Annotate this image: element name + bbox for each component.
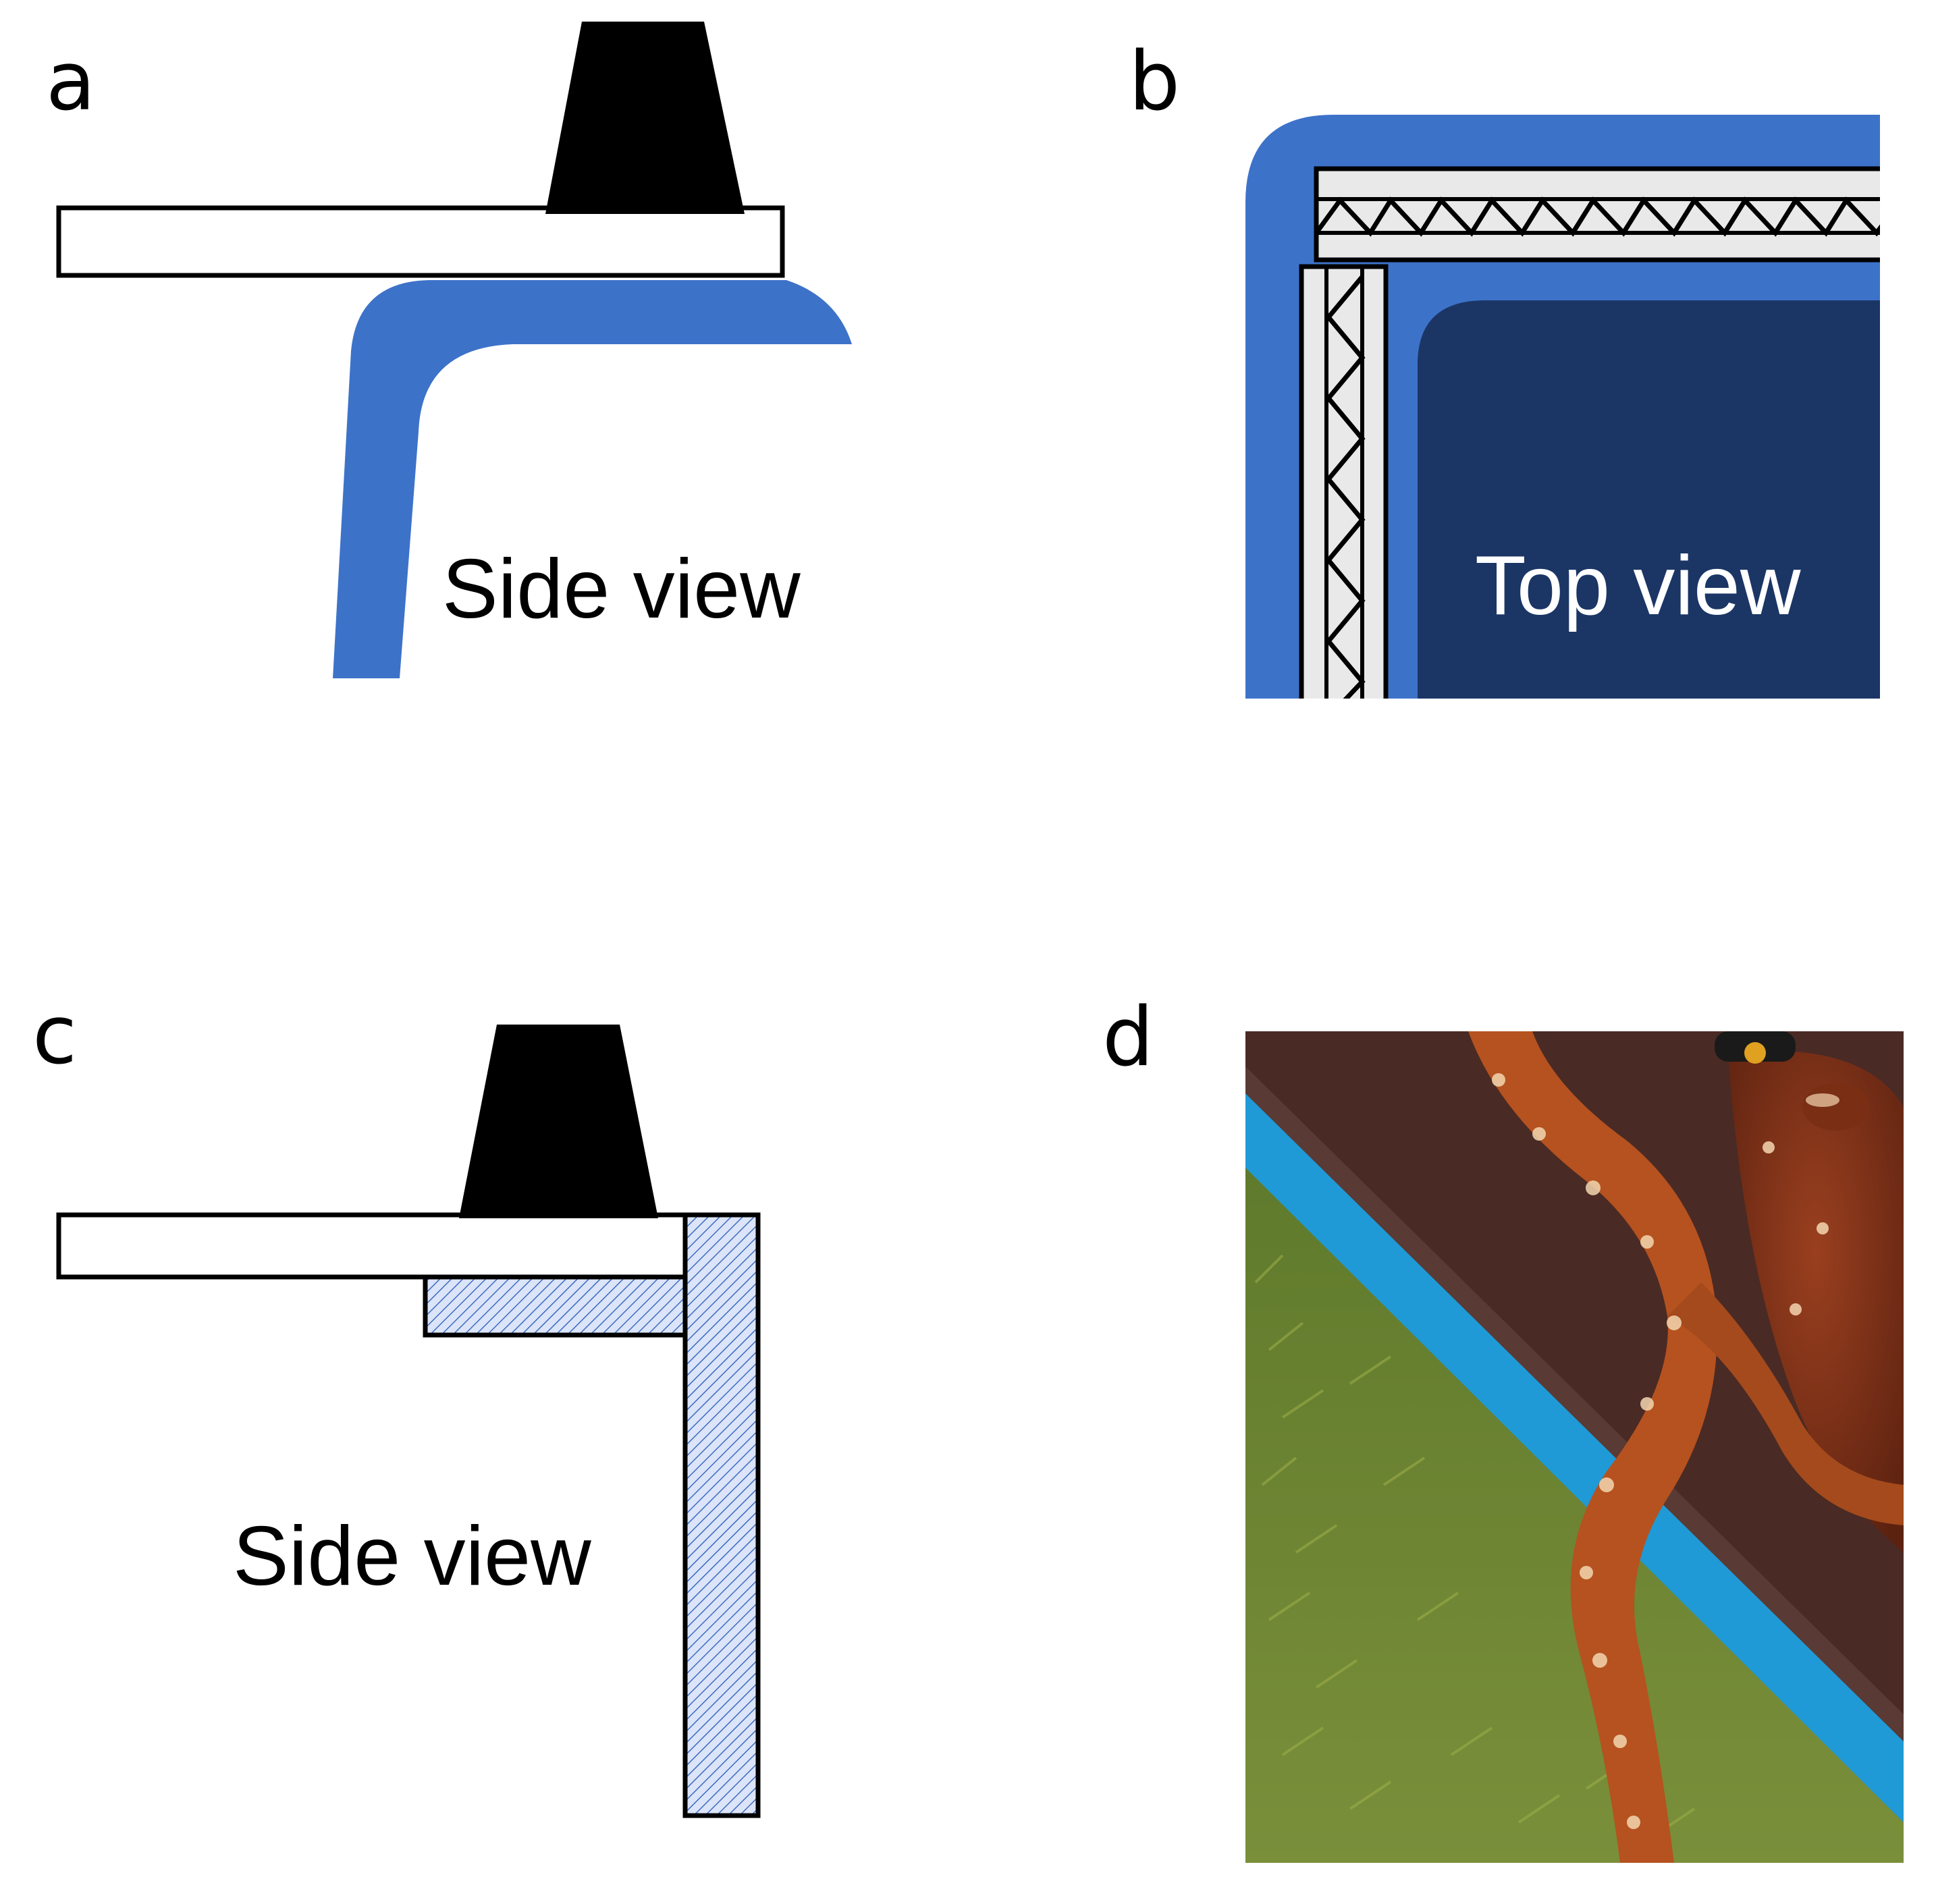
tank-wall-side — [333, 280, 852, 678]
frame-strip-top — [1314, 166, 1880, 263]
panel-d-letter: d — [1102, 991, 1154, 1085]
panel-d: d — [1102, 991, 1904, 1863]
panel-c: c Side view — [32, 989, 761, 1818]
panel-b-caption: Top view — [1475, 539, 1801, 632]
panel-a-caption: Side view — [442, 543, 801, 636]
tank-interior — [1418, 300, 1880, 699]
panel-b: b Top view — [1129, 35, 1880, 699]
lid-plank — [56, 205, 785, 278]
panel-a: a Side view — [46, 22, 852, 678]
octopus-photo — [1245, 1031, 1904, 1863]
frame-strip-left — [1299, 264, 1389, 699]
weight-block — [545, 22, 745, 214]
panel-b-letter: b — [1129, 35, 1180, 129]
lid-plank — [56, 1212, 688, 1280]
panel-c-caption: Side view — [233, 1510, 591, 1603]
panel-c-letter: c — [32, 989, 77, 1083]
bracket-horizontal — [423, 1272, 695, 1338]
weight-block — [459, 1025, 658, 1218]
panel-a-letter: a — [46, 35, 96, 129]
bracket-vertical — [682, 1212, 761, 1818]
octopus — [1468, 1031, 1904, 1863]
